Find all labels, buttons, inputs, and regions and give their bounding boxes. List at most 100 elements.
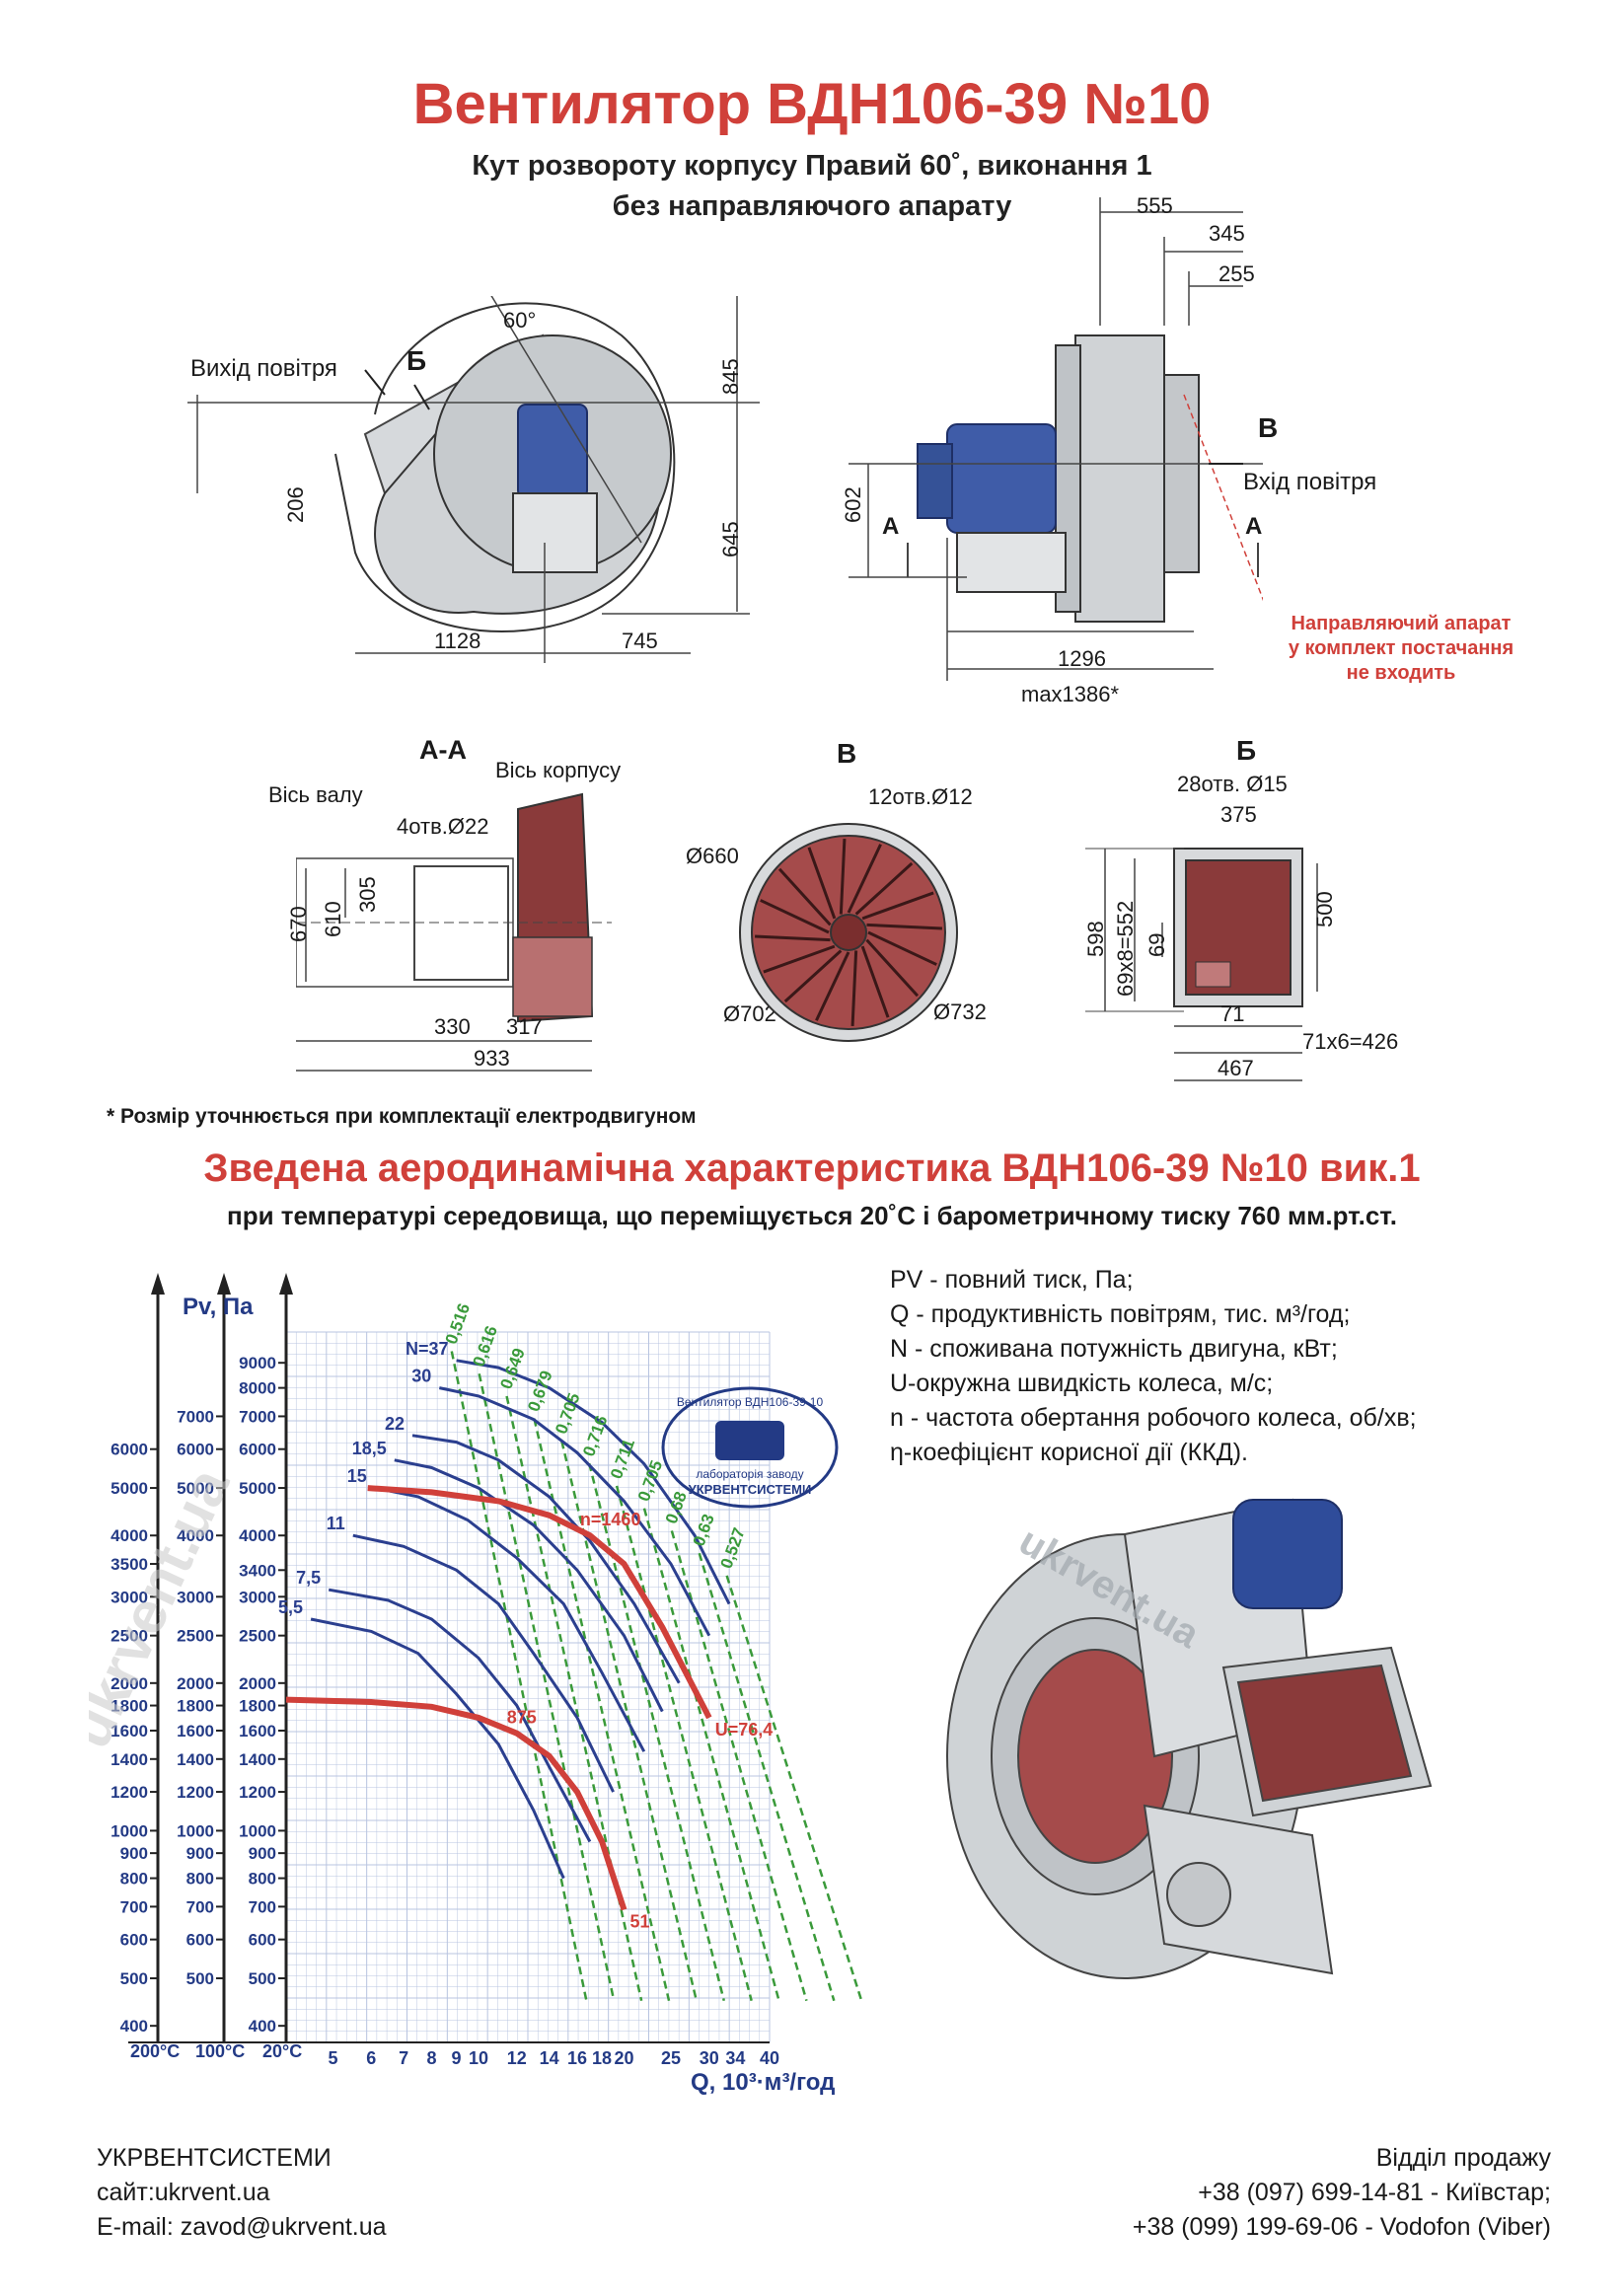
legend-q: Q - продуктивність повітрям, тис. м³/год… bbox=[890, 1300, 1351, 1328]
v-holes-label: 12отв.Ø12 bbox=[868, 784, 973, 809]
power-label: 30 bbox=[411, 1367, 431, 1386]
impeller-blade bbox=[847, 844, 882, 914]
body-axis-label: Вісь корпусу bbox=[495, 758, 622, 782]
guide-note-line2: у комплект постачання bbox=[1288, 637, 1514, 659]
axis-20c-tick-label: 4000 bbox=[239, 1526, 276, 1545]
dim-305: 305 bbox=[355, 876, 380, 913]
axis-100c-tick-label: 1400 bbox=[177, 1750, 214, 1769]
efficiency-label: 0,705 bbox=[552, 1390, 583, 1436]
axis-200c-tick-label: 1800 bbox=[111, 1697, 148, 1716]
axis-20c-tick-label: 3000 bbox=[239, 1588, 276, 1606]
temp-200-label: 200°С bbox=[130, 2041, 180, 2061]
sales-phone-2[interactable]: +38 (099) 199-69-06 - Vodofon (Viber) bbox=[1132, 2213, 1551, 2241]
motor-stand bbox=[512, 492, 598, 573]
b-holes-label: 28отв. Ø15 bbox=[1177, 772, 1288, 796]
axis-200c-tick-label: 6000 bbox=[111, 1441, 148, 1459]
axis-20c-tick-label: 1200 bbox=[239, 1783, 276, 1802]
power-label: 7,5 bbox=[296, 1568, 321, 1588]
impeller-blade bbox=[850, 950, 858, 1026]
efficiency-line bbox=[698, 1552, 836, 2002]
axis-100c-tick-label: 900 bbox=[186, 1844, 214, 1863]
axis-100c-tick-label: 6000 bbox=[177, 1441, 214, 1459]
axis-200c-tick-label: 500 bbox=[120, 1969, 148, 1988]
legend-pv: PV - повний тиск, Па; bbox=[890, 1266, 1134, 1294]
axis-20c-tick-label: 7000 bbox=[239, 1407, 276, 1426]
axis-20c-arrow bbox=[279, 1273, 293, 1295]
dim-317: 317 bbox=[506, 1014, 543, 1039]
guide-note-line1: Направляючий апарат bbox=[1291, 613, 1512, 634]
dim-max1386: max1386* bbox=[1021, 682, 1120, 706]
axis-20c-tick-label: 600 bbox=[249, 1931, 276, 1950]
aa-inlet-section bbox=[512, 936, 593, 1017]
axis-100c-tick-label: 2500 bbox=[177, 1627, 214, 1646]
sales-phone-1[interactable]: +38 (097) 699-14-81 - Київстар; bbox=[1198, 2179, 1551, 2206]
chart-axes: 4005006007008009001000120014001600180020… bbox=[111, 1273, 779, 2068]
axis-200c-tick-label: 4000 bbox=[111, 1526, 148, 1545]
power-curve bbox=[394, 1458, 664, 1713]
outlet-inner-detail bbox=[1195, 961, 1231, 988]
dim-745: 745 bbox=[622, 629, 658, 653]
dim-345: 345 bbox=[1209, 221, 1245, 246]
impeller-blade bbox=[854, 861, 914, 916]
x-axis-title: Q, 10³·м³/год bbox=[691, 2069, 835, 2096]
chart-section-subtitle: при температурі середовища, що переміщує… bbox=[227, 1201, 1397, 1230]
speed-curve bbox=[285, 1696, 627, 1911]
dim-645: 645 bbox=[718, 521, 743, 557]
axis-200c-tick-label: 900 bbox=[120, 1844, 148, 1863]
axis-100c-tick-label: 800 bbox=[186, 1870, 214, 1889]
x-tick-label: 5 bbox=[328, 2048, 337, 2068]
axis-100c-tick-label: 1600 bbox=[177, 1722, 214, 1741]
company-email[interactable]: E-mail: zavod@ukrvent.ua bbox=[97, 2213, 387, 2241]
impeller-blade bbox=[760, 899, 830, 934]
iso-outlet-opening bbox=[1236, 1664, 1413, 1803]
x-tick-label: 18 bbox=[592, 2048, 612, 2068]
impeller-blade bbox=[807, 847, 837, 920]
dim-598: 598 bbox=[1083, 921, 1108, 957]
section-arrow bbox=[413, 384, 430, 410]
iso-shaft-flange bbox=[1166, 1862, 1231, 1927]
x-tick-label: 16 bbox=[567, 2048, 587, 2068]
power-curve bbox=[310, 1617, 565, 1880]
power-curve bbox=[438, 1386, 711, 1637]
dim-602: 602 bbox=[841, 486, 865, 523]
axis-200c-tick-label: 700 bbox=[120, 1897, 148, 1916]
volute-outline bbox=[334, 302, 676, 632]
efficiency-line bbox=[450, 1351, 588, 2002]
axis-20c-tick-label: 8000 bbox=[239, 1379, 276, 1398]
axis-20c-tick-label: 700 bbox=[249, 1897, 276, 1916]
company-site[interactable]: сайт:ukrvent.ua bbox=[97, 2179, 270, 2206]
dim-500: 500 bbox=[1312, 891, 1337, 927]
x-tick-label: 12 bbox=[507, 2048, 527, 2068]
power-label: 18,5 bbox=[352, 1439, 387, 1458]
stamp-fan-icon bbox=[715, 1421, 784, 1460]
sales-title: Відділ продажу bbox=[1375, 2144, 1551, 2172]
footer-left: УКРВЕНТСИСТЕМИ сайт:ukrvent.ua E-mail: z… bbox=[97, 2141, 387, 2245]
outlet-arrow bbox=[364, 369, 386, 396]
section-aa-drawing bbox=[296, 792, 612, 1072]
impeller-blade bbox=[860, 945, 890, 1018]
dim-555: 555 bbox=[1137, 193, 1173, 218]
chart-watermark: ukrvent.ua bbox=[89, 1458, 243, 1758]
fan-3d-view: ukrvent.ua bbox=[946, 1498, 1433, 1979]
axis-100c-tick-label: 4000 bbox=[177, 1526, 214, 1545]
inlet-flange bbox=[1163, 374, 1200, 573]
air-inlet-label: Вхід повітря bbox=[1243, 469, 1377, 495]
section-mark-b: Б bbox=[406, 345, 427, 376]
dim-71: 71 bbox=[1220, 1001, 1245, 1026]
dim-206: 206 bbox=[283, 486, 308, 523]
axis-100c-tick-label: 2000 bbox=[177, 1674, 214, 1693]
front-view-drawing bbox=[187, 296, 760, 663]
axis-20c-tick-label: 400 bbox=[249, 2017, 276, 2036]
power-label: 5,5 bbox=[278, 1597, 303, 1617]
dim-552: 69х8=552 bbox=[1113, 900, 1138, 997]
axis-200c-tick-label: 2000 bbox=[111, 1674, 148, 1693]
speed-rpm-label: 875 bbox=[507, 1708, 537, 1728]
dim-845: 845 bbox=[718, 358, 743, 395]
fan-housing bbox=[1074, 334, 1165, 623]
section-mark-v: В bbox=[1258, 412, 1279, 443]
axis-20c-tick-label: 5000 bbox=[239, 1479, 276, 1498]
chart-section-title: Зведена аеродинамічна характеристика ВДН… bbox=[203, 1147, 1421, 1190]
company-name: УКРВЕНТСИСТЕМИ bbox=[97, 2144, 332, 2172]
efficiency-label: 0,716 bbox=[579, 1413, 611, 1458]
x-tick-label: 6 bbox=[366, 2048, 376, 2068]
